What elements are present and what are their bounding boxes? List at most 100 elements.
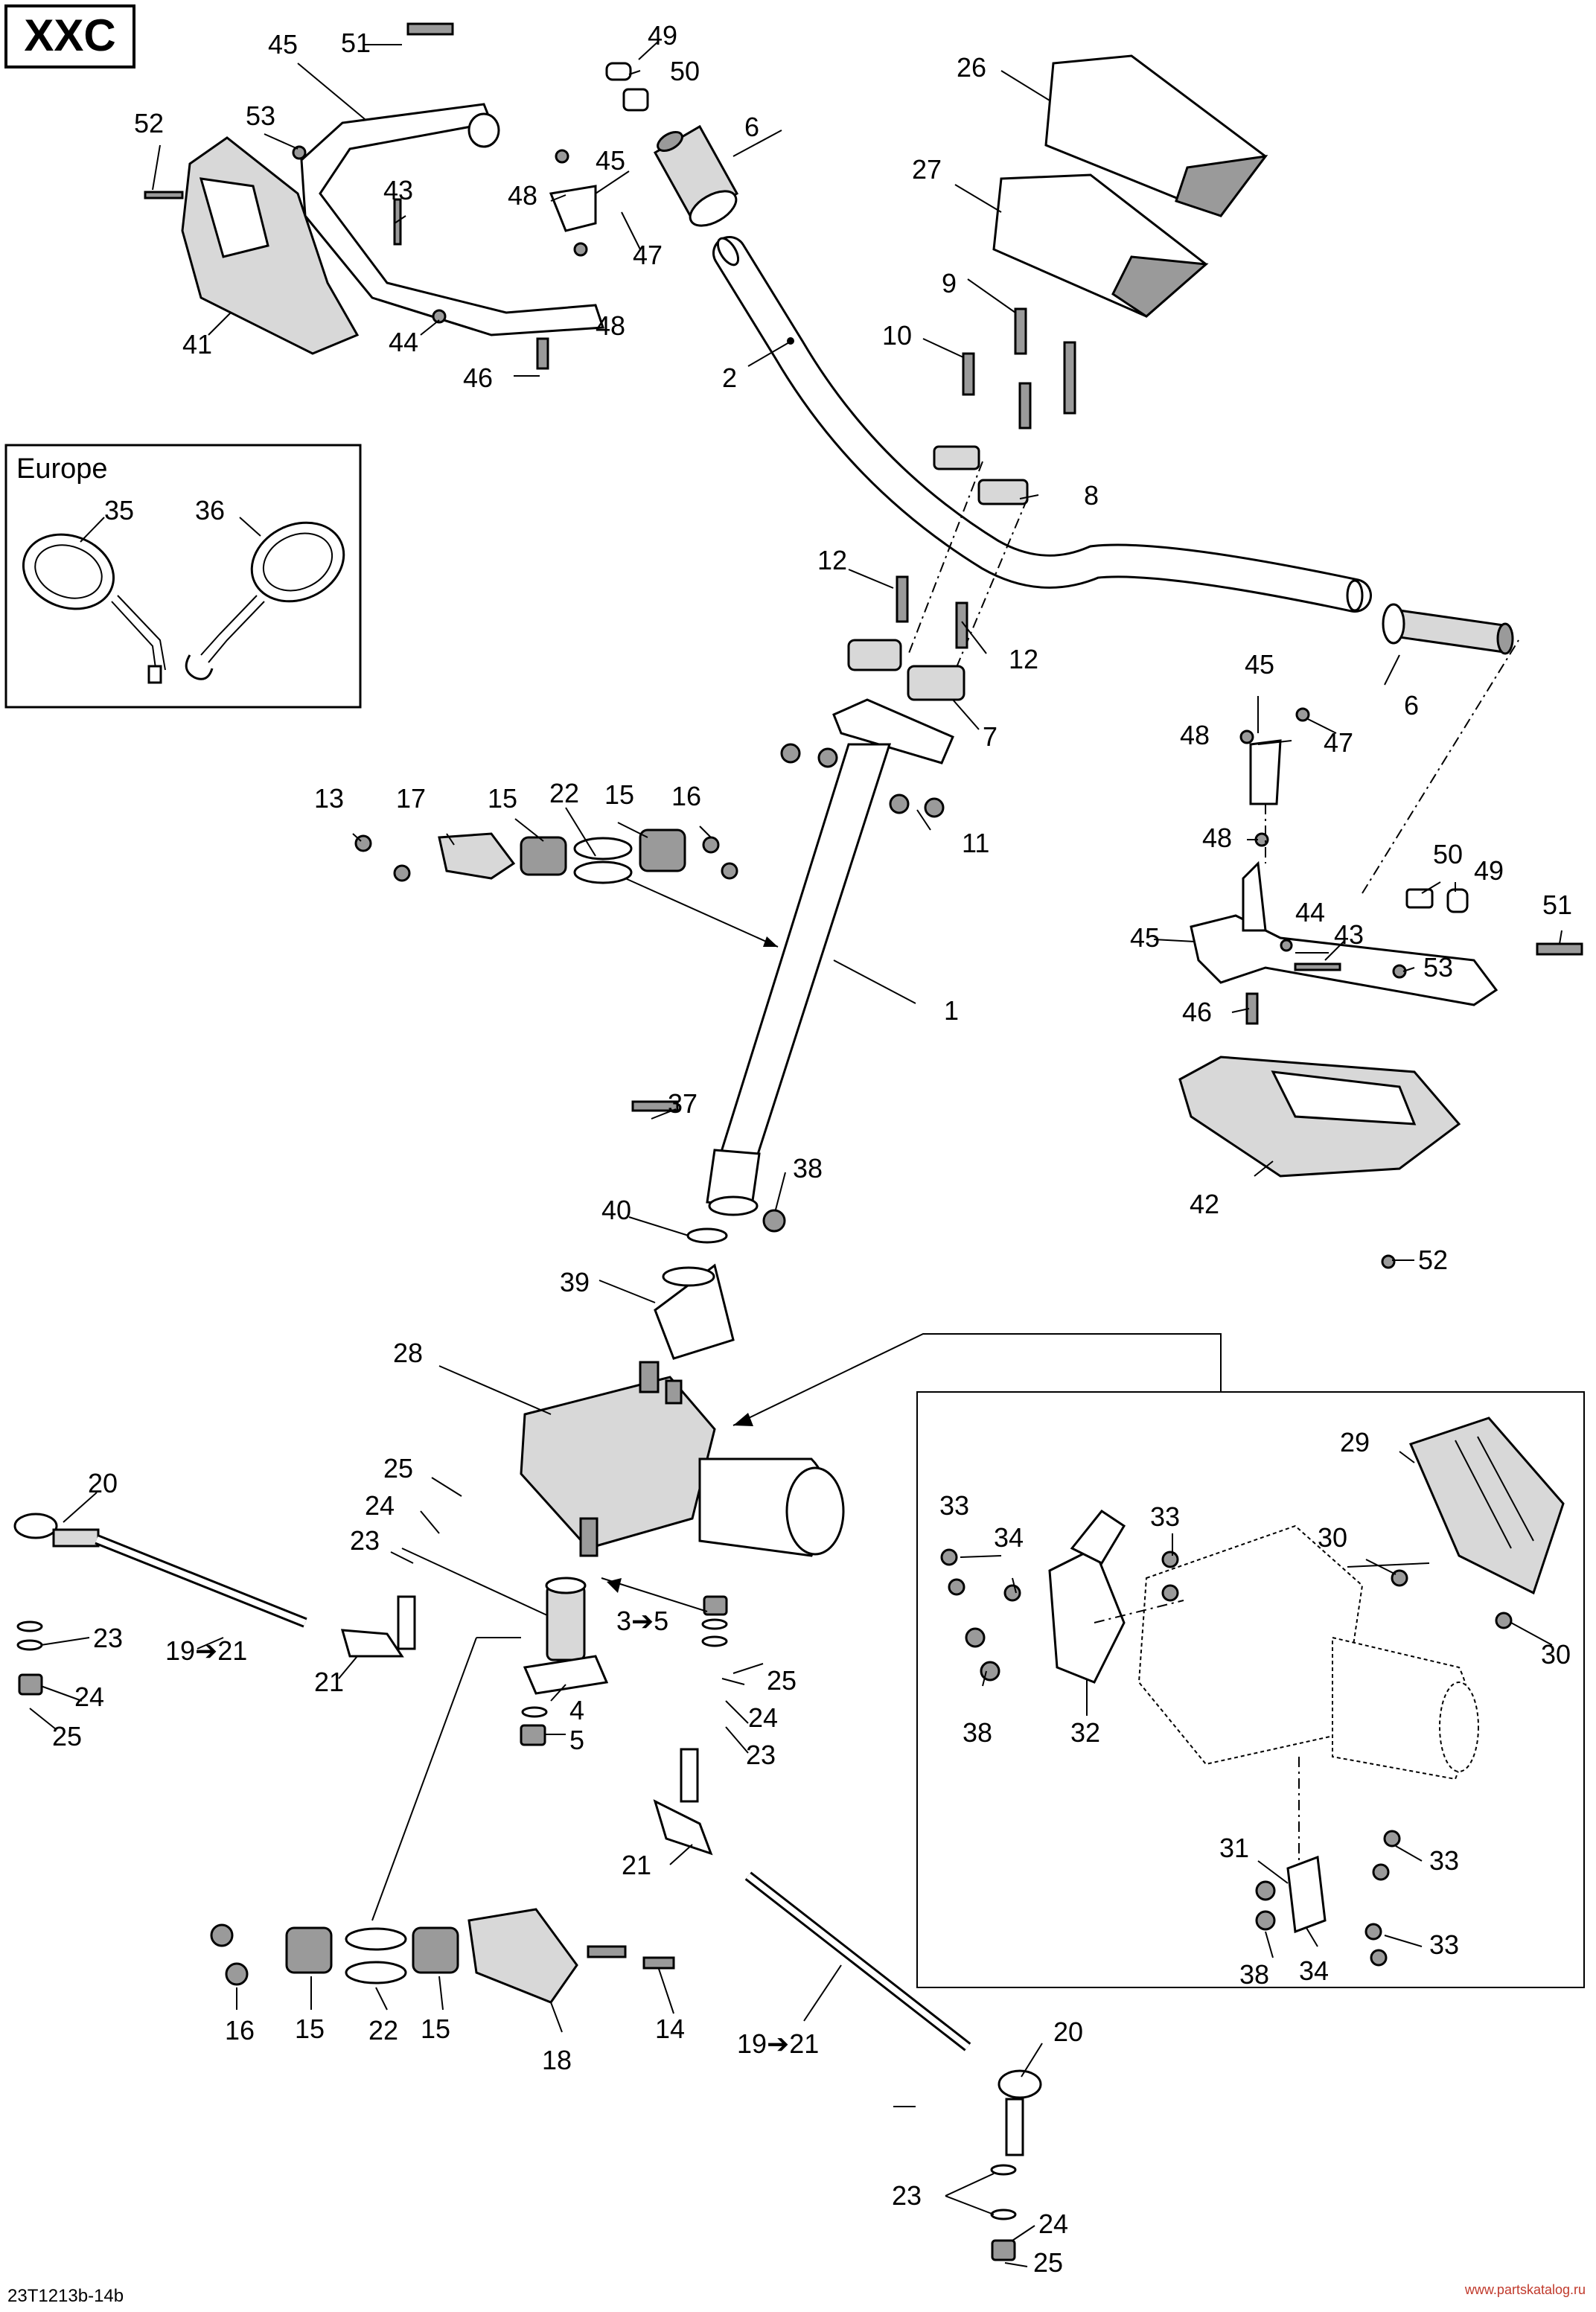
callout-24-c: 24 <box>748 1702 778 1733</box>
callout-38-c: 38 <box>1239 1959 1269 1990</box>
callout-23-a: 23 <box>350 1525 380 1556</box>
callout-19-21-a: 19➔21 <box>165 1635 247 1666</box>
callout-48-b: 48 <box>596 310 625 341</box>
callout-4: 4 <box>569 1695 584 1725</box>
callout-15-b: 15 <box>604 779 634 810</box>
callout-33-d: 33 <box>1429 1929 1459 1960</box>
steering-column-part <box>631 743 892 1233</box>
callout-34-a: 34 <box>994 1522 1024 1553</box>
callout-24-b: 24 <box>74 1682 104 1712</box>
callout-46-b: 46 <box>1182 997 1212 1027</box>
callout-12-a: 12 <box>817 545 847 575</box>
model-badge-label: XXC <box>24 10 115 60</box>
callout-45-b: 45 <box>596 145 625 176</box>
power-steering-unit-part <box>520 1361 845 1557</box>
europe-inset: Europe <box>4 444 362 709</box>
watermark: www.partskatalog.ru <box>1464 2282 1586 2297</box>
drawing-number: 23T1213b-14b <box>7 2286 124 2306</box>
callout-44-b: 44 <box>1295 897 1325 927</box>
callout-15-a: 15 <box>488 783 517 814</box>
callout-19-21-b: 19➔21 <box>737 2028 819 2059</box>
callout-5: 5 <box>569 1725 584 1755</box>
callout-11: 11 <box>962 828 989 858</box>
model-badge: XXC <box>4 4 135 68</box>
callout-31: 31 <box>1219 1833 1249 1863</box>
callout-49-b: 49 <box>1474 855 1504 886</box>
callout-50-a: 50 <box>670 56 700 86</box>
tie-rod-right-part <box>653 1595 1042 2261</box>
callout-25-d: 25 <box>1033 2247 1063 2278</box>
callout-18: 18 <box>542 2045 572 2075</box>
callout-23-d: 23 <box>892 2180 922 2211</box>
bracket-32-part <box>1048 1509 1126 1684</box>
callout-23-c: 23 <box>746 1740 776 1770</box>
callout-35: 35 <box>104 495 134 526</box>
callout-15-c: 15 <box>295 2014 325 2044</box>
callout-33-c: 33 <box>1429 1845 1459 1876</box>
callout-25-a: 25 <box>383 1453 413 1484</box>
callout-6-top: 6 <box>744 112 759 142</box>
lower-bearing-group-part <box>210 1908 675 2004</box>
callout-50-b: 50 <box>1433 839 1463 869</box>
upper-clamps-part <box>907 307 1076 686</box>
ghost-ps-unit <box>1137 1524 1479 1781</box>
callout-33-a: 33 <box>939 1490 969 1521</box>
callout-12-b: 12 <box>1009 644 1038 674</box>
callout-24-d: 24 <box>1038 2209 1068 2239</box>
callout-47-b: 47 <box>1324 727 1353 758</box>
callout-53-b: 53 <box>1423 952 1453 983</box>
callout-23-b: 23 <box>93 1623 123 1653</box>
callout-38-a: 38 <box>793 1153 823 1184</box>
upper-bearing-group-part <box>354 828 738 884</box>
callout-30-b: 30 <box>1541 1639 1571 1670</box>
callout-2: 2 <box>722 363 737 393</box>
handlebar-pad-upper-part <box>1044 54 1268 217</box>
callout-1: 1 <box>944 995 959 1026</box>
callout-25-c: 25 <box>767 1665 797 1696</box>
callout-22-a: 22 <box>549 778 579 808</box>
right-grip-part <box>1382 603 1514 655</box>
callout-48-a: 48 <box>508 180 537 211</box>
callout-29: 29 <box>1340 1427 1370 1457</box>
callout-25-b: 25 <box>52 1721 82 1751</box>
callout-49-a: 49 <box>648 20 677 51</box>
callout-45-a: 45 <box>268 29 298 60</box>
callout-47-a: 47 <box>633 240 663 270</box>
callout-48-c: 48 <box>1180 720 1210 750</box>
callout-51-b: 51 <box>1542 890 1572 920</box>
callout-21-b: 21 <box>622 1850 651 1880</box>
column-boot-part <box>654 1227 735 1360</box>
callout-13: 13 <box>314 783 344 814</box>
callout-3-5: 3➔5 <box>616 1606 668 1636</box>
callout-46-a: 46 <box>463 363 493 393</box>
callout-17: 17 <box>396 783 426 814</box>
callout-16-b: 16 <box>225 2015 255 2046</box>
callout-41: 41 <box>182 329 212 360</box>
callout-14: 14 <box>655 2014 685 2044</box>
callout-21-a: 21 <box>314 1667 344 1697</box>
callout-37: 37 <box>668 1088 698 1119</box>
skid-plate-part <box>1408 1417 1565 1595</box>
handlebar-part <box>712 236 1372 613</box>
callout-51-a: 51 <box>341 28 371 58</box>
callout-40: 40 <box>601 1195 631 1225</box>
callout-7: 7 <box>983 721 998 752</box>
callout-34-b: 34 <box>1299 1955 1329 1986</box>
callout-26: 26 <box>957 52 986 83</box>
callout-20-b: 20 <box>1053 2016 1083 2047</box>
lower-clamps-part <box>780 575 968 818</box>
callout-39: 39 <box>560 1267 590 1297</box>
callout-44-a: 44 <box>389 327 418 357</box>
callout-52-b: 52 <box>1418 1245 1448 1275</box>
callout-9: 9 <box>942 268 957 298</box>
callout-32: 32 <box>1070 1717 1100 1748</box>
left-grip-part <box>653 124 739 227</box>
callout-53-a: 53 <box>246 100 275 131</box>
callout-27: 27 <box>912 154 942 185</box>
callout-28: 28 <box>393 1338 423 1368</box>
leader-lines <box>29 40 1563 2267</box>
callout-48-d: 48 <box>1202 823 1232 853</box>
handlebar-pad-lower-part <box>992 173 1209 318</box>
callout-labels: 1 2 3➔5 4 5 6 6 7 8 9 10 11 12 12 13 14 … <box>52 20 1572 2278</box>
handguard-left-part <box>144 22 649 370</box>
